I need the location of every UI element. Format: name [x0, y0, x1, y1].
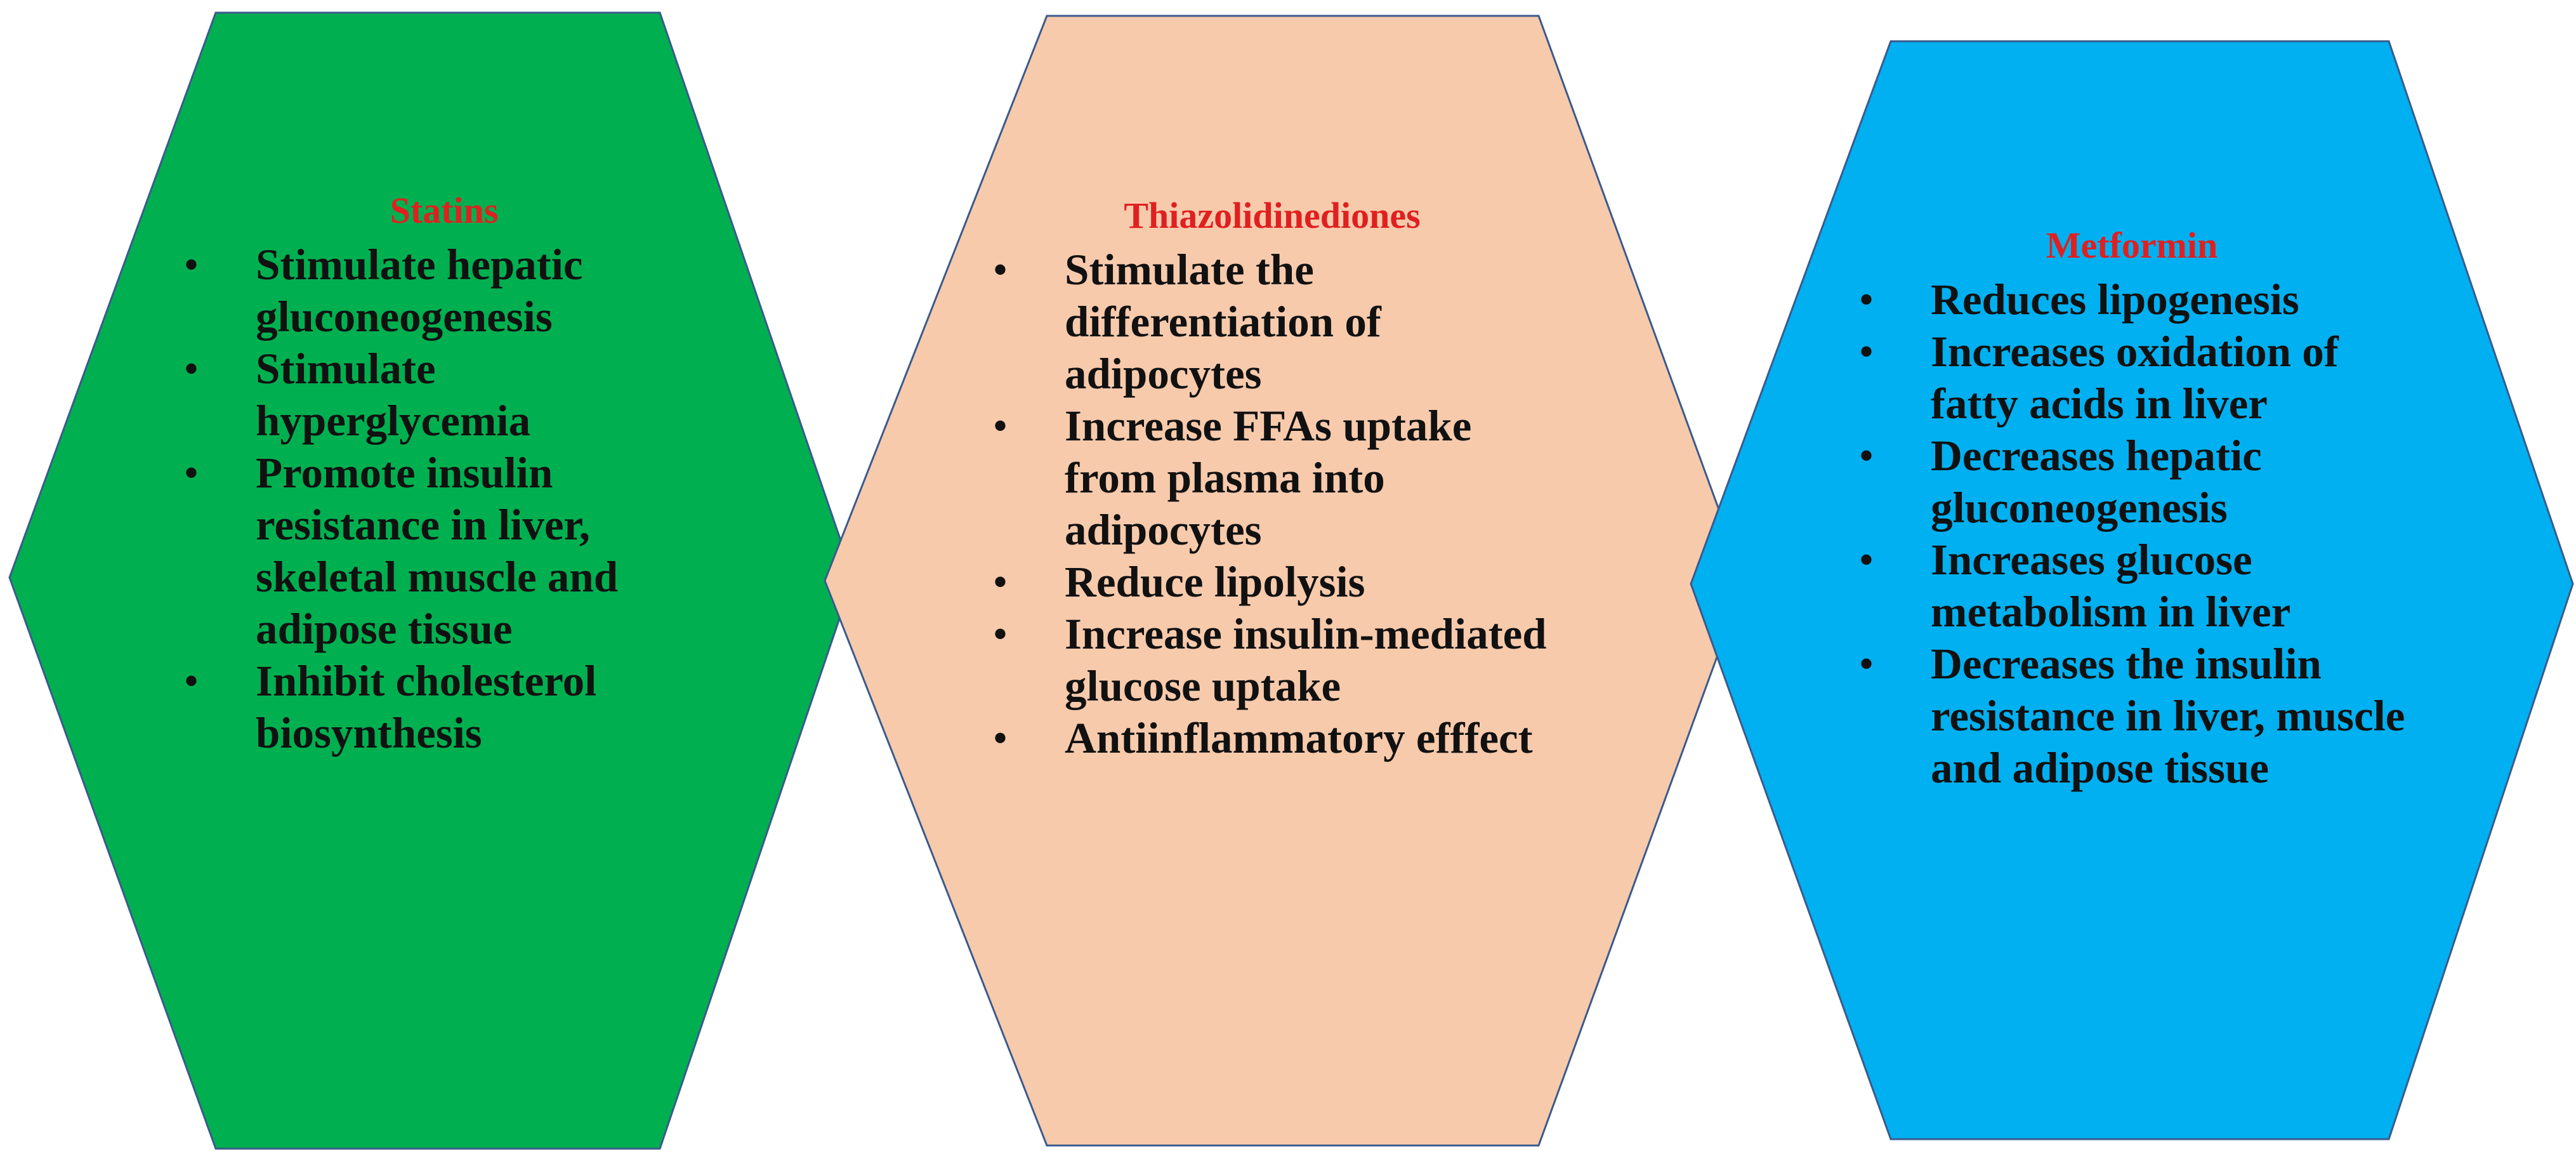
list-item: Inhibit cholesterol biosynthesis	[168, 655, 720, 759]
list-item: Increase insulin-mediated glucose uptake	[977, 608, 1567, 712]
list-item: Promote insulin resistance in liver, ske…	[168, 447, 720, 655]
list-item: Stimulate the differentiation of adipocy…	[977, 244, 1567, 400]
thiazolidinediones-effects-list: Stimulate the differentiation of adipocy…	[977, 244, 1567, 764]
thiazolidinediones-title: Thiazolidinediones	[1124, 195, 1421, 236]
statins-effects-list: Stimulate hepatic gluconeogenesis Stimul…	[168, 239, 720, 759]
list-item: Increases oxidation of fatty acids in li…	[1843, 326, 2421, 430]
list-item: Increases glucose metabolism in liver	[1843, 534, 2421, 638]
statins-text-block: Statins Stimulate hepatic gluconeogenesi…	[168, 184, 720, 759]
list-item: Reduces lipogenesis	[1843, 274, 2421, 326]
list-item: Stimulate hyperglycemia	[168, 343, 720, 447]
list-item: Reduce lipolysis	[977, 556, 1567, 608]
metformin-text-block: Metformin Reduces lipogenesis Increases …	[1843, 219, 2421, 794]
metformin-effects-list: Reduces lipogenesis Increases oxidation …	[1843, 274, 2421, 794]
metformin-title: Metformin	[2046, 225, 2218, 266]
list-item: Decreases hepatic gluconeogenesis	[1843, 430, 2421, 534]
list-item: Stimulate hepatic gluconeogenesis	[168, 239, 720, 343]
list-item: Increase FFAs uptake from plasma into ad…	[977, 400, 1567, 556]
list-item: Antiinflammatory efffect	[977, 712, 1567, 764]
thiazolidinediones-text-block: Thiazolidinediones Stimulate the differe…	[977, 189, 1567, 764]
list-item: Decreases the insulin resistance in live…	[1843, 638, 2421, 794]
statins-title: Statins	[390, 190, 499, 231]
